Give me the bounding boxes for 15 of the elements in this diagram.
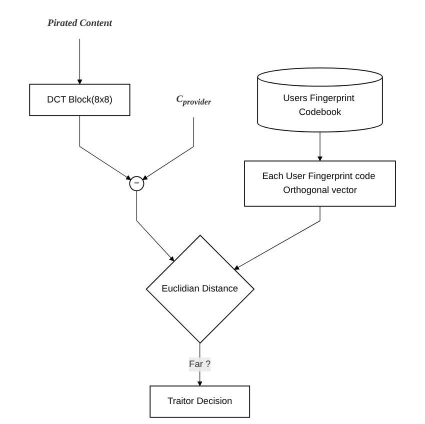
arrow <box>197 342 202 386</box>
arrow <box>79 115 131 180</box>
node-box: Each User Fingerprint code Orthogonal vector <box>244 160 396 207</box>
arrow <box>77 38 82 84</box>
edge-label: Far ? <box>188 359 211 370</box>
arrow <box>317 132 322 162</box>
arrow <box>142 116 194 180</box>
node-diamond: Euclidian Distance <box>146 234 255 344</box>
node-text: Pirated Content <box>47 17 112 28</box>
arrow <box>234 206 320 270</box>
arrow <box>136 190 174 262</box>
node-circle: − <box>129 176 144 192</box>
node-text: C$_{provider}$ <box>176 93 212 107</box>
node-box: DCT Block(8x8) <box>29 84 130 116</box>
node-box: Traitor Decision <box>150 386 250 418</box>
